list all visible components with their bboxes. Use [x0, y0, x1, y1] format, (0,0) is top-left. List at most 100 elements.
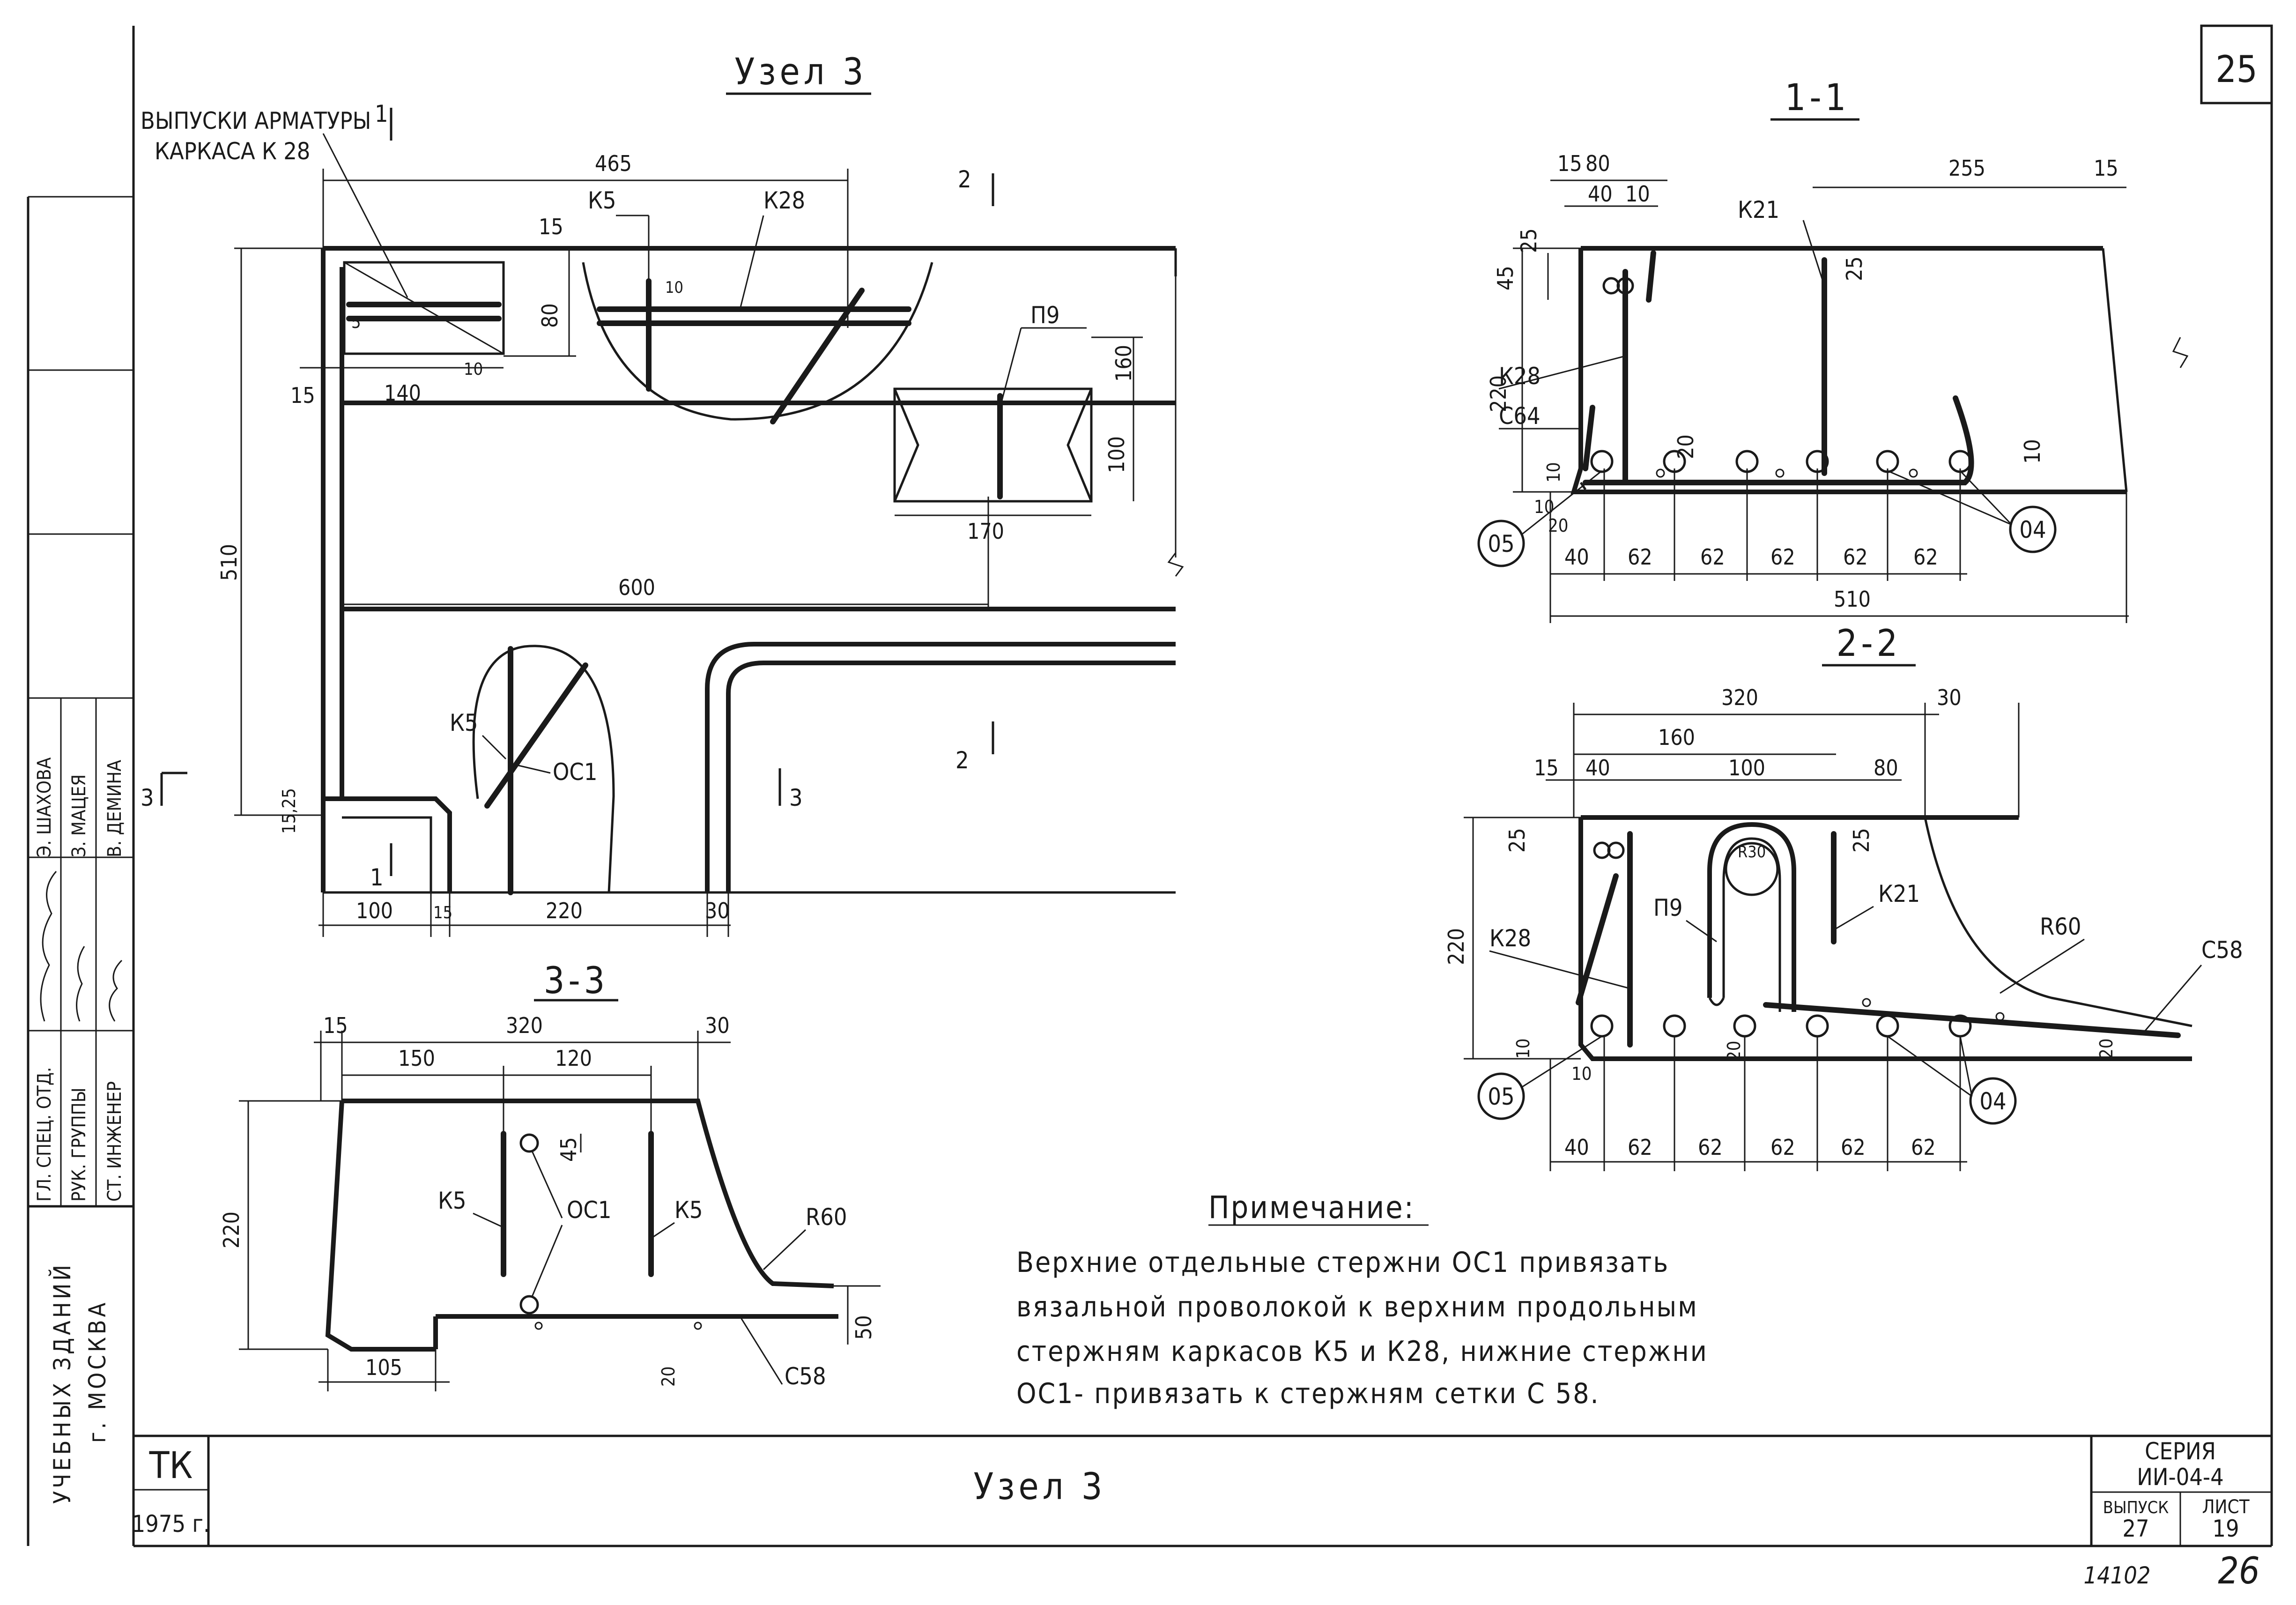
- s2-dim-100: 100: [1728, 755, 1765, 780]
- node-label-oc1: ОС1: [553, 758, 597, 786]
- s2-dim-20r: 20: [2096, 1039, 2117, 1059]
- dim-30: 30: [705, 898, 730, 923]
- s2-marker-05: [1477, 1072, 1525, 1120]
- node-label-p9: П9: [1030, 302, 1059, 329]
- s1-dim-10b: 10: [1534, 497, 1555, 517]
- s2-bottom-dim-3: 62: [1698, 1135, 1723, 1160]
- s1-label-k21: К21: [1738, 196, 1779, 223]
- s1-bottom-dim-3: 62: [1700, 544, 1725, 570]
- signature-2: [76, 946, 85, 1022]
- s1-dim-10l: 10: [1543, 462, 1564, 483]
- title-block-sheet-value: 19: [2212, 1515, 2239, 1542]
- s2-bottom-dim-1: 40: [1564, 1135, 1589, 1160]
- s3-dim-15: 15: [323, 1013, 348, 1038]
- s1-dim-25: 25: [1516, 228, 1541, 253]
- node-label-k5-bottom: К5: [450, 709, 478, 736]
- s2-bottom-dim-5: 62: [1841, 1135, 1866, 1160]
- s3-dim-50: 50: [851, 1315, 876, 1340]
- s2-dim-220: 220: [1444, 928, 1469, 965]
- note-heading: Примечание:: [1208, 1189, 1415, 1226]
- section-2-drawing: [1576, 815, 2192, 1061]
- s1-dim-20b: 20: [1548, 515, 1569, 536]
- dim-15c: 15: [433, 903, 452, 922]
- s1-dim-10r: 10: [2020, 439, 2045, 464]
- section-2-title: 2-2: [1837, 623, 1902, 665]
- s3-label-oc1: ОС1: [567, 1196, 611, 1224]
- section-1-dimensions: [1513, 179, 2129, 623]
- s2-dim-80: 80: [1874, 755, 1898, 780]
- s1-bottom-dim-5: 62: [1843, 544, 1868, 570]
- s1-dim-40: 40: [1588, 181, 1613, 207]
- page-bottom-number: 26: [2218, 1550, 2259, 1592]
- signature-1: [40, 871, 57, 1022]
- s1-dim-15l: 15: [1557, 151, 1582, 176]
- s3-dim-105: 105: [365, 1355, 402, 1380]
- node-title: Узел 3: [734, 51, 867, 93]
- section-3-dimensions: [239, 1031, 881, 1391]
- s3-dim-30: 30: [705, 1013, 730, 1038]
- cut-mark-2-top: 2: [958, 166, 971, 193]
- dim-15b: 15: [290, 383, 315, 408]
- s2-dim-160: 160: [1658, 725, 1695, 750]
- note-line-1: Верхние отдельные стержни ОС1 привязать: [1016, 1246, 1669, 1279]
- s2-marker-04: [1969, 1077, 2017, 1125]
- stamp-role-3: СТ. ИНЖЕНЕР: [104, 1081, 126, 1202]
- title-block-series-value: ИИ-04-4: [2137, 1464, 2224, 1491]
- release-callout-1: ВЫПУСКИ АРМАТУРЫ: [141, 107, 371, 134]
- dim-10a: 10: [665, 278, 683, 297]
- s1-label-k28: К28: [1499, 363, 1541, 390]
- note-line-4: ОС1- привязать к стержням сетки С 58.: [1016, 1377, 1600, 1410]
- release-callout-2: КАРКАСА К 28: [155, 138, 310, 165]
- s1-marker-04-text: 04: [2019, 516, 2046, 543]
- cut-mark-1-top: 1: [375, 100, 388, 127]
- title-block-sheet-label: ЛИСТ: [2202, 1496, 2250, 1518]
- s3-dim-150: 150: [398, 1046, 435, 1071]
- dim-10b: 10: [464, 360, 483, 379]
- dim-510: 510: [216, 544, 242, 581]
- dim-600: 600: [618, 575, 655, 600]
- stamp-role-2: РУК. ГРУППЫ: [68, 1087, 90, 1202]
- dim-160: 160: [1111, 345, 1136, 382]
- s2-label-c58: С58: [2201, 936, 2243, 964]
- s2-bottom-dim-2: 62: [1628, 1135, 1652, 1160]
- section-1-title: 1-1: [1785, 77, 1850, 119]
- cut-mark-2-bottom: 2: [955, 747, 969, 774]
- s3-dim-120: 120: [555, 1046, 592, 1071]
- s2-marker-04-text: 04: [1979, 1088, 2006, 1115]
- approval-stamp: ГЛ. СПЕЦ. ОТД. РУК. ГРУППЫ СТ. ИНЖЕНЕР Э…: [34, 757, 126, 1504]
- s2-label-k21: К21: [1878, 880, 1920, 907]
- s3-label-k5-left: К5: [438, 1187, 467, 1214]
- note-line-2: вязальной проволокой к верхним продольны…: [1016, 1291, 1698, 1323]
- s1-dim-45: 45: [1493, 266, 1518, 290]
- cut-mark-3-right: 3: [789, 784, 803, 811]
- s3-dim-220: 220: [219, 1211, 244, 1248]
- title-block-issue-label: ВЫПУСК: [2103, 1498, 2169, 1517]
- dim-15a: 15: [539, 214, 563, 239]
- s1-dim-220: 220: [1486, 375, 1511, 412]
- dim-220: 220: [546, 898, 583, 923]
- section-1-drawing: [1570, 246, 2189, 494]
- section-3-drawing: [325, 1099, 838, 1352]
- note-line-3: стержням каркасов К5 и К28, нижние стерж…: [1016, 1335, 1708, 1368]
- s2-dim-40: 40: [1585, 755, 1610, 780]
- dim-140: 140: [384, 380, 421, 406]
- s2-label-p9: П9: [1653, 894, 1682, 921]
- s2-dim-30: 30: [1937, 685, 1962, 710]
- s1-dim-25r: 25: [1842, 256, 1867, 281]
- s3-dim-20: 20: [658, 1367, 679, 1387]
- page-corner-number: 25: [2215, 49, 2257, 91]
- dim-100: 100: [356, 898, 393, 923]
- s3-dim-320: 320: [506, 1013, 543, 1038]
- stamp-name-3: В. ДЕМИНА: [104, 760, 126, 857]
- s2-dim-320: 320: [1721, 685, 1758, 710]
- stamp-org-line: УЧЕБНЫХ ЗДАНИЙ: [48, 1262, 76, 1504]
- s2-dim-15: 15: [1534, 755, 1559, 780]
- s1-dim-15r: 15: [2094, 156, 2118, 181]
- s1-total-dim: 510: [1834, 587, 1871, 612]
- s3-label-r60: R60: [806, 1204, 847, 1231]
- cut-mark-1-bottom: 1: [370, 864, 384, 891]
- title-block-year: 1975 г.: [132, 1510, 210, 1538]
- s1-dim-80: 80: [1585, 151, 1610, 176]
- s1-marker-04: [2009, 505, 2057, 553]
